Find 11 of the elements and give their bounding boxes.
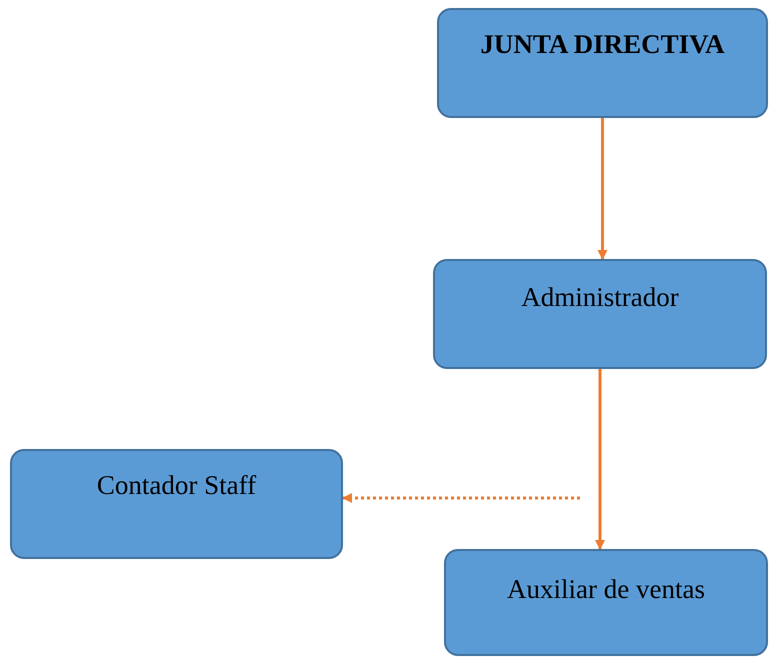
box-label: Auxiliar de ventas <box>507 573 705 606</box>
org-box <box>433 259 767 369</box>
org-box <box>437 8 768 118</box>
box-label: Contador Staff <box>96 469 256 502</box>
arrow <box>595 369 605 550</box>
box-label: Administrador <box>521 281 679 314</box>
arrow <box>342 493 580 503</box>
arrow <box>598 118 608 260</box>
org-box <box>10 449 343 559</box>
box-label: JUNTA DIRECTIVA <box>480 28 725 60</box>
org-box <box>444 549 768 656</box>
